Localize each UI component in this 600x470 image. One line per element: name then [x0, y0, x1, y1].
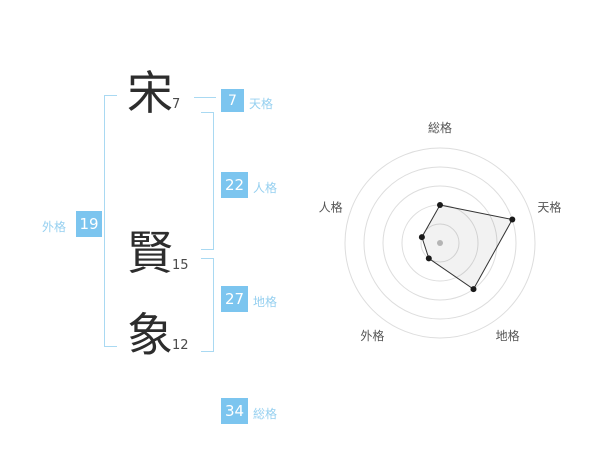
gaikaku-label: 外格	[42, 220, 67, 234]
soukaku-value-badge: 34	[221, 398, 248, 424]
radar-data-point	[425, 255, 432, 262]
chikaku-bracket	[201, 258, 214, 352]
given-name-character-2: 象	[127, 308, 173, 362]
radar-center-dot	[437, 240, 443, 246]
jinkaku-label: 人格	[253, 181, 278, 195]
radar-data-polygon	[421, 204, 514, 290]
radar-axis-label: 外格	[360, 328, 384, 343]
soukaku-label: 総格	[253, 407, 278, 421]
tenkaku-label: 天格	[249, 97, 274, 111]
tenkaku-value-badge: 7	[221, 89, 244, 112]
chikaku-label: 地格	[253, 295, 278, 309]
radar-axis-label: 人格	[319, 200, 343, 215]
jinkaku-bracket	[201, 112, 214, 250]
radar-data-point	[509, 216, 516, 223]
surname-stroke-count: 7	[172, 97, 181, 112]
radar-axis-label: 総格	[428, 120, 452, 135]
surname-character: 宋	[127, 66, 173, 120]
tenkaku-tick	[194, 97, 216, 98]
radar-grid-ring	[382, 185, 498, 301]
radar-grid-ring	[344, 147, 536, 339]
given-name-character-1: 賢	[127, 226, 173, 280]
radar-grid-ring	[420, 223, 460, 263]
radar-chart-area: 総格天格地格 外格 人格	[300, 93, 600, 393]
chikaku-value-badge: 27	[221, 286, 248, 312]
radar-data-point	[470, 286, 477, 293]
radar-axis-label: 地格	[496, 328, 520, 343]
radar-data-point	[437, 202, 443, 208]
gaikaku-bracket	[104, 95, 117, 347]
radar-grid-ring	[363, 166, 517, 320]
radar-data-point	[418, 234, 425, 241]
jinkaku-value-badge: 22	[221, 172, 248, 198]
gaikaku-value-badge: 19	[76, 211, 102, 237]
given-name-1-stroke-count: 15	[172, 258, 189, 273]
radar-axis-label: 天格	[537, 200, 561, 215]
given-name-2-stroke-count: 12	[172, 338, 189, 353]
